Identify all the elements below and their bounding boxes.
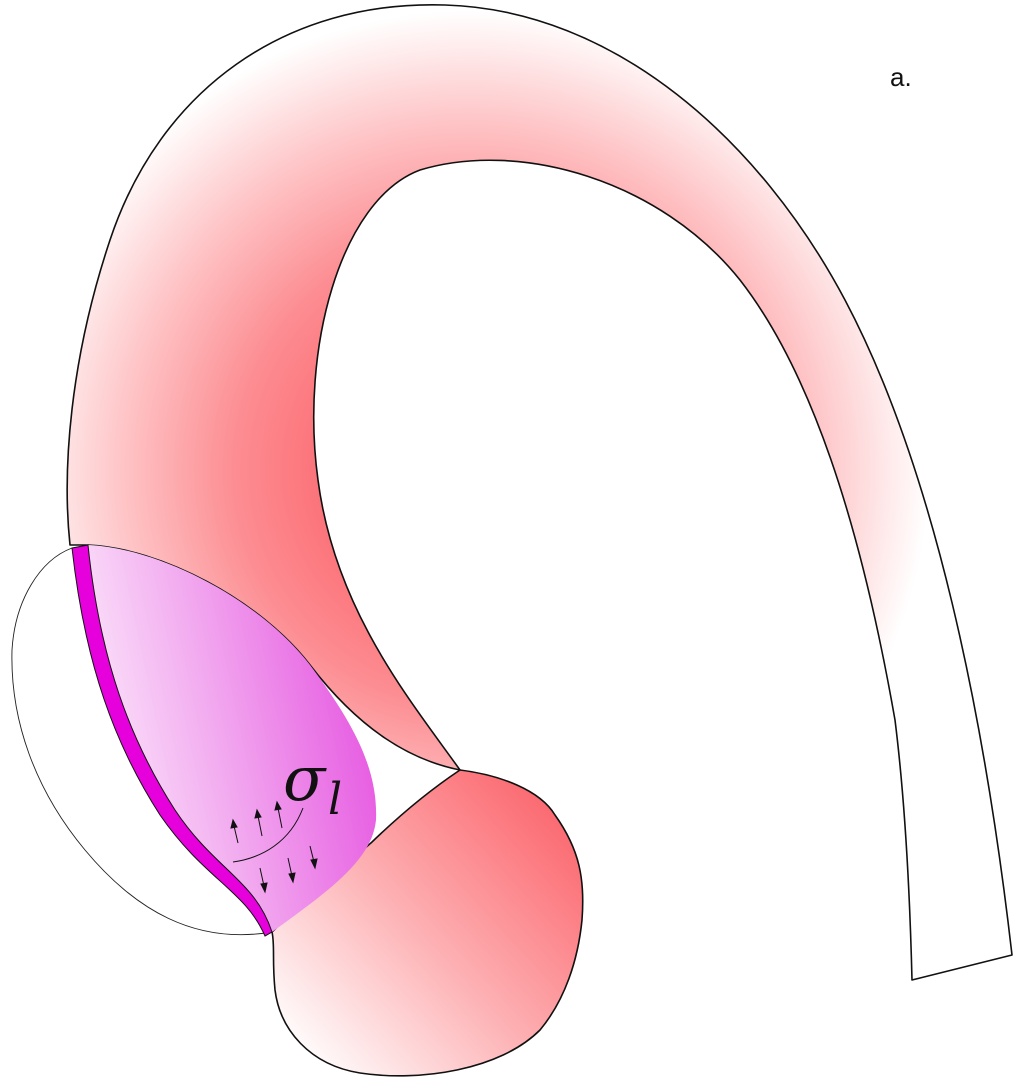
panel-label: a.	[890, 62, 912, 93]
stress-symbol: σ	[283, 742, 327, 815]
stress-subscript: l	[328, 774, 342, 825]
